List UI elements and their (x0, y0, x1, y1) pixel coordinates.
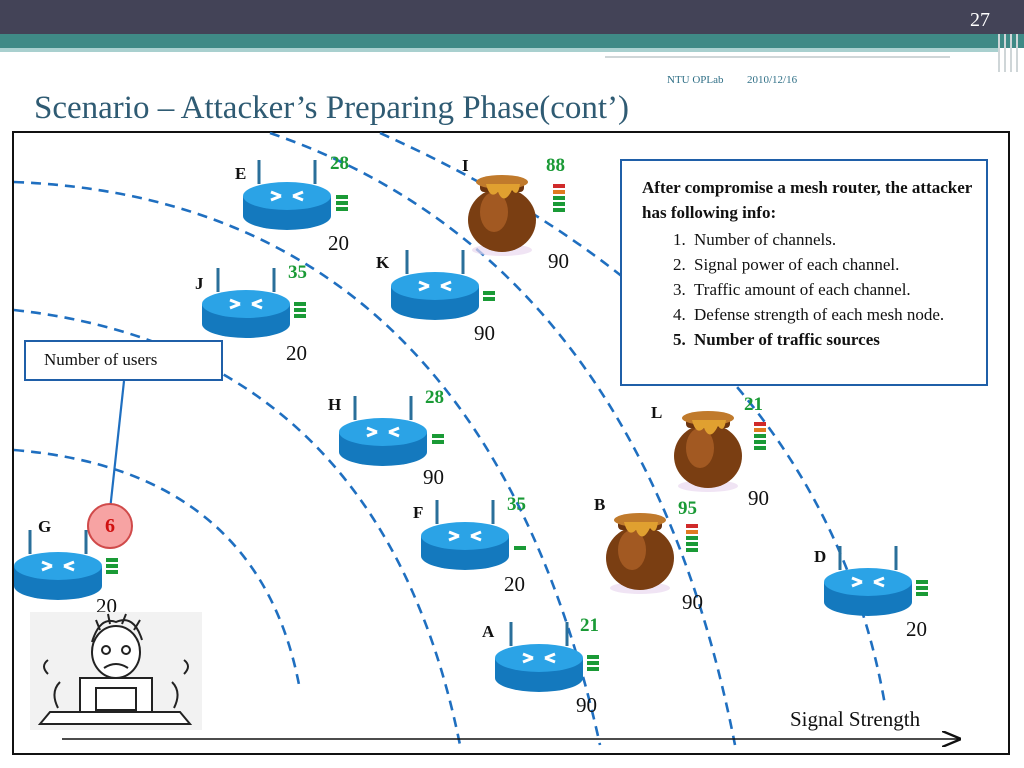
node-label-e: E (235, 164, 247, 183)
router-icon (202, 268, 290, 338)
router-icon (824, 546, 912, 616)
honeypot-icon (674, 411, 742, 492)
info-heading: After compromise a mesh router, the atta… (642, 178, 973, 222)
node-h-traffic-value: 90 (423, 465, 444, 489)
number-of-users-callout: Number of users (24, 340, 223, 381)
node-f-traffic-value: 20 (504, 572, 525, 596)
node-label-g: G (38, 517, 52, 536)
range-arc-4 (269, 131, 737, 746)
node-l-channel-value: 21 (744, 394, 763, 415)
node-l-traffic-value: 90 (748, 486, 769, 510)
router-icon (243, 160, 331, 230)
node-label-a: A (482, 622, 495, 641)
router-icon (421, 500, 509, 570)
diagram-frame (12, 131, 1010, 755)
signal-bars-icon (754, 422, 766, 452)
top-header-bar (0, 0, 1024, 34)
signal-bars-icon (294, 302, 306, 320)
teal-accent-line (0, 48, 1000, 52)
teal-accent-bar (0, 34, 1024, 48)
node-b-channel-value: 95 (678, 498, 697, 519)
node-label-j: J (195, 274, 204, 293)
signal-bars-icon (514, 546, 526, 552)
info-item: Traffic amount of each channel. (690, 277, 972, 302)
info-item: Number of traffic sources (690, 327, 972, 352)
date-label: 2010/12/16 (747, 74, 798, 86)
node-label-d: D (814, 547, 827, 566)
node-i-channel-value: 88 (546, 155, 565, 176)
node-a-traffic-value: 90 (576, 693, 597, 717)
node-label-b: B (594, 495, 606, 514)
signal-strength-axis-label: Signal Strength (790, 707, 921, 731)
node-label-i: I (462, 156, 469, 175)
node-f-channel-value: 35 (507, 494, 526, 515)
signal-bars-icon (483, 291, 495, 303)
node-j-channel-value: 35 (288, 262, 307, 283)
signal-bars-icon (587, 655, 599, 673)
honeypot-icon (468, 175, 536, 256)
info-item: Number of channels. (690, 227, 972, 252)
user-count-badge: 6 (87, 503, 133, 549)
info-list: Number of channels. Signal power of each… (642, 227, 972, 352)
node-label-f: F (413, 503, 424, 522)
org-label: NTU OPLab (667, 74, 724, 86)
node-a-channel-value: 21 (580, 615, 599, 636)
corner-decoration (996, 34, 1024, 72)
range-arc-2 (13, 308, 462, 746)
signal-bars-icon (553, 184, 565, 214)
signal-bars-icon (916, 580, 928, 598)
slide-title: Scenario – Attacker’s Preparing Phase(co… (34, 90, 630, 126)
node-h-channel-value: 28 (425, 387, 444, 408)
range-arc-3 (13, 180, 602, 746)
router-icon (495, 622, 583, 692)
node-e-channel-value: 28 (330, 153, 349, 174)
users-callout-line (108, 380, 126, 511)
signal-bars-icon (432, 434, 444, 446)
honeypot-icon (606, 513, 674, 594)
slide-number: 27 (970, 9, 990, 31)
router-icon (339, 396, 427, 466)
node-label-k: K (376, 253, 390, 272)
attacker-info-box: After compromise a mesh router, the atta… (620, 159, 988, 386)
signal-bars-icon (686, 524, 698, 554)
router-icon (391, 250, 479, 320)
node-label-h: H (328, 395, 342, 414)
node-d-traffic-value: 20 (906, 617, 927, 641)
range-arc-1 (13, 448, 302, 691)
node-label-l: L (651, 403, 663, 422)
node-i-traffic-value: 90 (548, 249, 569, 273)
node-e-traffic-value: 20 (328, 231, 349, 255)
node-j-traffic-value: 20 (286, 341, 307, 365)
signal-bars-icon (336, 195, 348, 213)
node-k-traffic-value: 90 (474, 321, 495, 345)
header-divider (605, 56, 950, 58)
node-b-traffic-value: 90 (682, 590, 703, 614)
router-icon (14, 530, 102, 600)
info-item: Defense strength of each mesh node. (690, 302, 972, 327)
info-item: Signal power of each channel. (690, 252, 972, 277)
signal-bars-icon (106, 558, 118, 576)
attacker-cartoon-icon (30, 612, 202, 730)
